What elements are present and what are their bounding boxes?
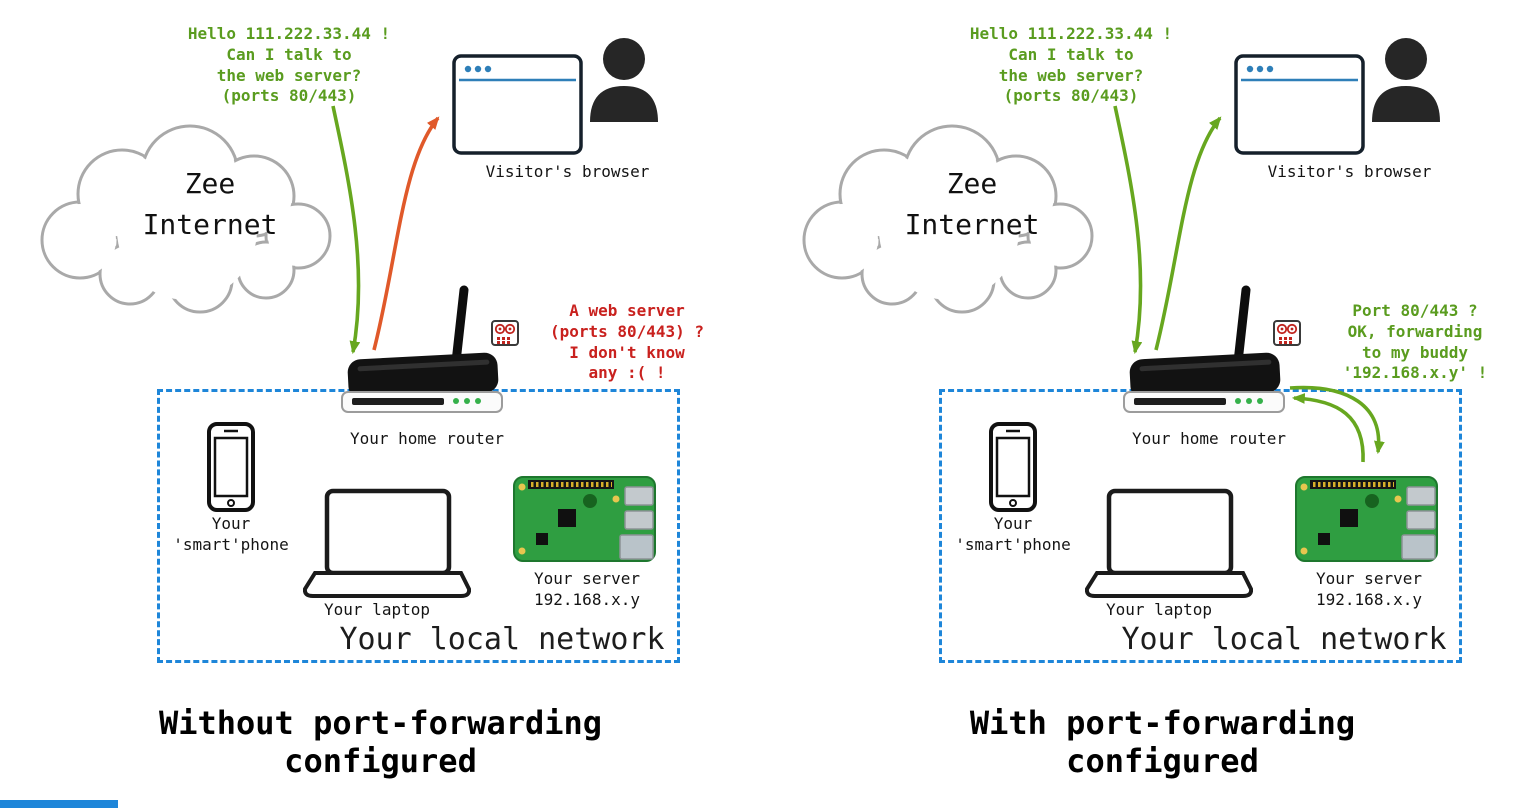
smartphone: [206, 421, 256, 513]
home-router: [336, 282, 508, 428]
router-ports-icon: [489, 315, 521, 349]
server-label: Your server 192.168.x.y: [1316, 569, 1422, 609]
router-antenna: [1233, 285, 1251, 367]
cloud-shape: [802, 124, 1094, 314]
router-response-message: A web server (ports 80/443) ? I don't kn…: [549, 301, 705, 383]
smartphone-label: Your 'smart'phone: [955, 514, 1071, 554]
raspberry-pi-server: [1294, 471, 1439, 567]
raspberry-pi-server: [512, 471, 657, 567]
cropped-blue-line: [0, 800, 118, 808]
panel-with-port-forwarding: Zee Internet Visitor's browser Hello 111…: [762, 0, 1523, 808]
internet-cloud: Zee Internet: [22, 112, 337, 317]
router-label: Your home router: [1131, 429, 1287, 448]
laptop-label: Your laptop: [324, 600, 430, 619]
visitor-avatar: [1370, 36, 1442, 122]
internet-cloud-label: Zee Internet: [142, 167, 278, 241]
router-ports-icon: [1271, 315, 1303, 349]
laptop-label: Your laptop: [1106, 600, 1212, 619]
raspberry-logo-icon: [1365, 494, 1379, 508]
home-router: [1118, 282, 1290, 428]
panel-title: Without port-forwarding configured: [158, 704, 603, 781]
visitor-browser-window: [1234, 54, 1365, 155]
panel-title: With port-forwarding configured: [969, 704, 1356, 781]
visitor-browser-label: Visitor's browser: [1267, 162, 1432, 181]
local-network-label: Your local network: [339, 622, 665, 657]
router-label: Your home router: [349, 429, 505, 448]
server-label: Your server 192.168.x.y: [534, 569, 640, 609]
request-message: Hello 111.222.33.44 ! Can I talk to the …: [969, 24, 1173, 106]
laptop: [303, 488, 471, 602]
smartphone: [988, 421, 1038, 513]
visitor-browser-label: Visitor's browser: [485, 162, 650, 181]
cloud-shape: [40, 124, 332, 314]
laptop: [1085, 488, 1253, 602]
browser-dots-icon: [464, 65, 492, 73]
smartphone-label: Your 'smart'phone: [173, 514, 289, 554]
browser-dots-icon: [1246, 65, 1274, 73]
request-message: Hello 111.222.33.44 ! Can I talk to the …: [187, 24, 391, 106]
router-response-message: Port 80/443 ? OK, forwarding to my buddy…: [1342, 301, 1488, 383]
panel-without-port-forwarding: Zee Internet Visitor's browser Hello 111…: [0, 0, 761, 808]
visitor-browser-window: [452, 54, 583, 155]
local-network-label: Your local network: [1121, 622, 1447, 657]
raspberry-logo-icon: [583, 494, 597, 508]
router-antenna: [451, 285, 469, 367]
visitor-avatar: [588, 36, 660, 122]
internet-cloud-label: Zee Internet: [904, 167, 1040, 241]
internet-cloud: Zee Internet: [784, 112, 1099, 317]
